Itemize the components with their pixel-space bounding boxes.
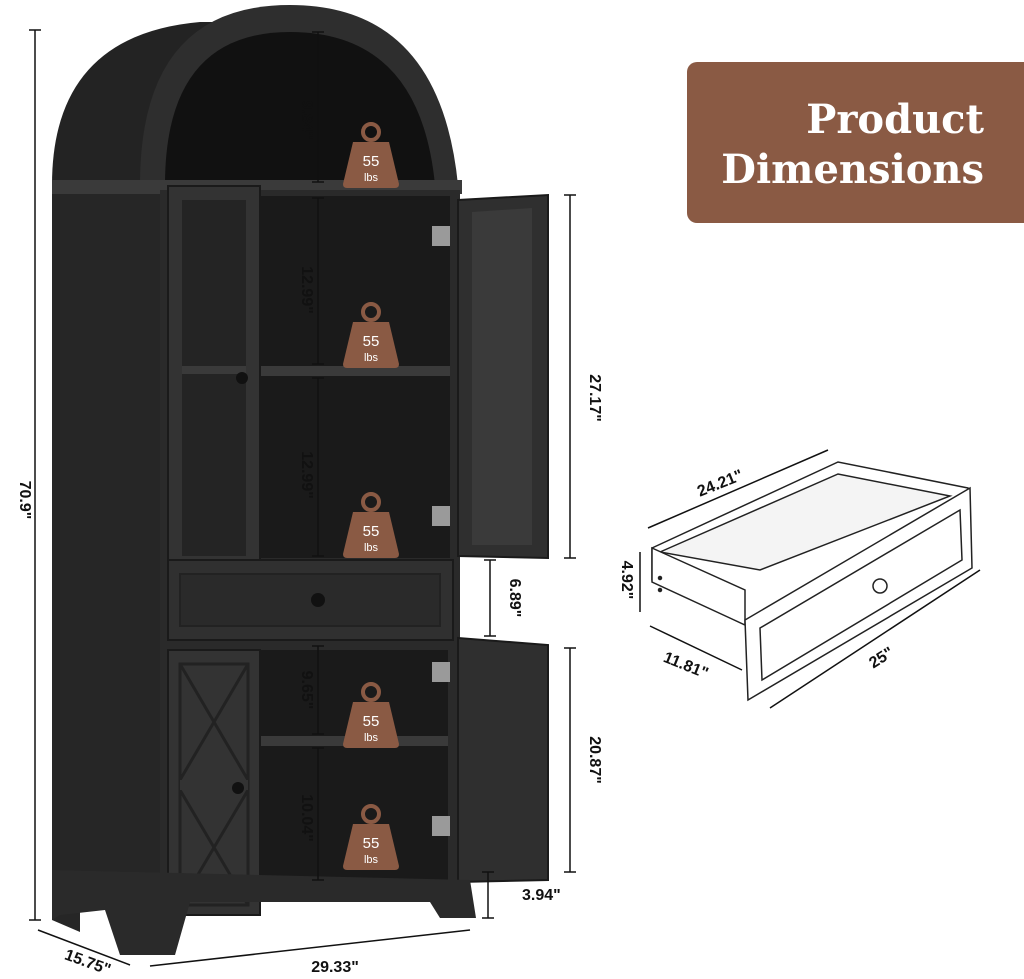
label-drawer-front-width: 25" xyxy=(866,644,897,672)
weight-handle-icon xyxy=(361,302,381,322)
weight-icon xyxy=(343,824,399,870)
weight-unit: lbs xyxy=(364,172,379,184)
weight-capacity-badge: 55 lbs xyxy=(343,682,399,748)
label-lower-shelf-1: 9.65" xyxy=(298,671,315,710)
weight-icon xyxy=(343,512,399,558)
weight-handle-icon xyxy=(361,492,381,512)
label-overall-height: 70.9" xyxy=(16,481,33,520)
label-arch-compartment: 9.84" xyxy=(298,101,315,140)
weight-value: 55 xyxy=(363,835,380,852)
label-drawer-height: 6.89" xyxy=(506,579,523,618)
weight-handle-icon xyxy=(361,682,381,702)
weight-capacity-badge: 55 lbs xyxy=(343,302,399,368)
weight-icon xyxy=(343,702,399,748)
weight-capacity-badge: 55 lbs xyxy=(343,122,399,188)
label-width: 29.33" xyxy=(311,959,359,976)
label-lower-shelf-2: 10.04" xyxy=(298,794,315,842)
label-upper-shelf-2: 12.99" xyxy=(298,451,315,499)
drawer-illustration xyxy=(651,461,973,702)
label-leg-height: 3.94" xyxy=(522,887,561,904)
cabinet xyxy=(52,5,549,955)
title-line-1: Product xyxy=(806,96,984,143)
title-banner: Product Dimensions xyxy=(687,62,1024,223)
weight-handle-icon xyxy=(361,804,381,824)
label-upper-shelf-1: 12.99" xyxy=(298,266,315,314)
weight-value: 55 xyxy=(363,713,380,730)
weight-unit: lbs xyxy=(364,732,379,744)
weight-capacity-badge: 55 lbs xyxy=(343,492,399,558)
label-depth: 15.75" xyxy=(62,947,113,979)
label-upper-doors: 27.17" xyxy=(586,374,603,422)
dimension-lines xyxy=(29,29,981,967)
label-drawer-height-small: 4.92" xyxy=(618,561,635,600)
weight-icon xyxy=(343,142,399,188)
weight-value: 55 xyxy=(363,523,380,540)
weight-icon xyxy=(343,322,399,368)
label-drawer-inner-width: 24.21" xyxy=(695,467,746,501)
title-line-2: Dimensions xyxy=(721,146,984,193)
weight-unit: lbs xyxy=(364,352,379,364)
weight-unit: lbs xyxy=(364,542,379,554)
weight-unit: lbs xyxy=(364,854,379,866)
weight-value: 55 xyxy=(363,333,380,350)
weight-handle-icon xyxy=(361,122,381,142)
label-lower-doors: 20.87" xyxy=(586,736,603,784)
weight-value: 55 xyxy=(363,153,380,170)
weight-capacity-badge: 55 lbs xyxy=(343,804,399,870)
label-drawer-depth: 11.81" xyxy=(661,649,711,682)
